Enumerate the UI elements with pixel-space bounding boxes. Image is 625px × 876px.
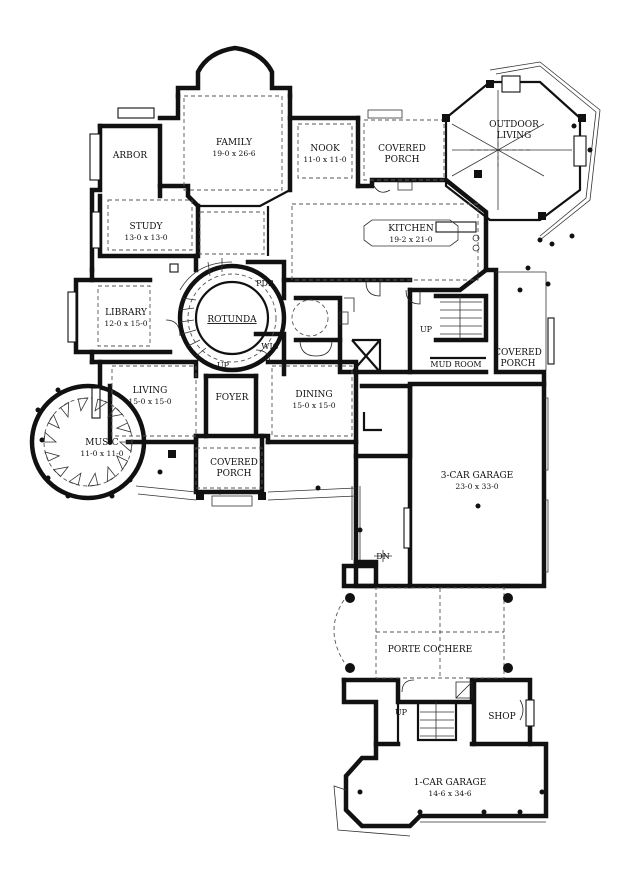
music-seat-wedge xyxy=(116,455,129,471)
wic-label: WIC xyxy=(261,342,279,351)
music-seat-wedge xyxy=(47,413,60,429)
pdr-label: PDR xyxy=(256,279,275,288)
arbor-label: ARBOR xyxy=(112,151,147,161)
music-seat-wedge xyxy=(68,472,82,486)
music-dimensions: 11-0 x 11-0 xyxy=(80,449,123,458)
windows xyxy=(67,75,587,727)
music-seat-wedge xyxy=(115,422,132,433)
family-label: FAMILY xyxy=(216,138,253,148)
family-dimensions: 19-0 x 26-6 xyxy=(212,149,255,158)
outdoor-living-label-line1: OUTDOOR xyxy=(489,120,539,130)
columns xyxy=(35,80,593,815)
mud-room-label: MUD ROOM xyxy=(430,360,481,369)
nook-dimensions: 11-0 x 11-0 xyxy=(303,155,346,164)
music-seat-wedge xyxy=(106,465,116,483)
study-dimensions: 13-0 x 13-0 xyxy=(124,233,167,242)
library-dimensions: 12-0 x 15-0 xyxy=(104,319,147,328)
foyer-label: FOYER xyxy=(216,393,249,403)
music-seat-wedge xyxy=(60,401,70,419)
ceiling-lines xyxy=(43,90,572,837)
covered-porch-right-label-line1: COVERED xyxy=(494,348,542,358)
living-dimensions: 15-0 x 15-0 xyxy=(128,397,171,406)
interior-walls xyxy=(89,183,489,744)
up-main-stair-label: UP xyxy=(217,361,230,370)
covered-porch-top-label-line2: PORCH xyxy=(385,155,420,165)
kitchen-label: KITCHEN xyxy=(388,224,434,234)
rotunda-label: ROTUNDA xyxy=(207,315,257,325)
study-label: STUDY xyxy=(130,222,164,232)
dining-dimensions: 15-0 x 15-0 xyxy=(292,401,335,410)
up-mud-stair-label: UP xyxy=(420,325,433,334)
covered-porch-front-label-line2: PORCH xyxy=(217,469,252,479)
exterior-walls xyxy=(29,45,601,829)
covered-porch-right-label-line2: PORCH xyxy=(501,359,536,369)
covered-porch-front-label-line1: COVERED xyxy=(210,458,258,468)
music-seat-wedge xyxy=(52,466,69,477)
living-label: LIVING xyxy=(133,386,168,396)
music-label: MUSIC xyxy=(85,438,119,448)
up-lower-stair-label: UP xyxy=(395,708,408,717)
doors xyxy=(165,185,524,721)
room-labels: ARBOR FAMILY 19-0 x 26-6 NOOK 11-0 x 11-… xyxy=(80,120,541,798)
music-seat-wedge xyxy=(87,472,99,487)
music-seat-wedge xyxy=(118,441,133,453)
kitchen-fixtures xyxy=(339,181,480,325)
music-seat-wedge xyxy=(43,431,58,443)
nook-label: NOOK xyxy=(310,144,340,154)
music-room-seating xyxy=(43,397,133,487)
down-stair-label: DN xyxy=(376,552,389,561)
porte-cochere-label: PORTE COCHERE xyxy=(388,645,472,655)
shop-label: SHOP xyxy=(488,712,515,722)
music-seat-wedge xyxy=(107,407,124,418)
three-car-garage-label: 3-CAR GARAGE xyxy=(441,471,514,481)
covered-porch-top-label-line1: COVERED xyxy=(378,144,426,154)
music-seat-wedge xyxy=(44,451,61,462)
three-car-garage-dimensions: 23-0 x 33-0 xyxy=(455,482,498,491)
outdoor-living-label-line2: LIVING xyxy=(497,131,532,141)
stairs xyxy=(179,258,482,740)
dining-label: DINING xyxy=(295,390,332,400)
library-label: LIBRARY xyxy=(105,308,148,318)
music-seat-wedge xyxy=(94,398,108,412)
one-car-garage-label: 1-CAR GARAGE xyxy=(414,778,487,788)
one-car-garage-dimensions: 14-6 x 34-6 xyxy=(428,789,471,798)
music-seat-wedge xyxy=(77,397,89,412)
kitchen-dimensions: 19-2 x 21-0 xyxy=(389,235,432,244)
